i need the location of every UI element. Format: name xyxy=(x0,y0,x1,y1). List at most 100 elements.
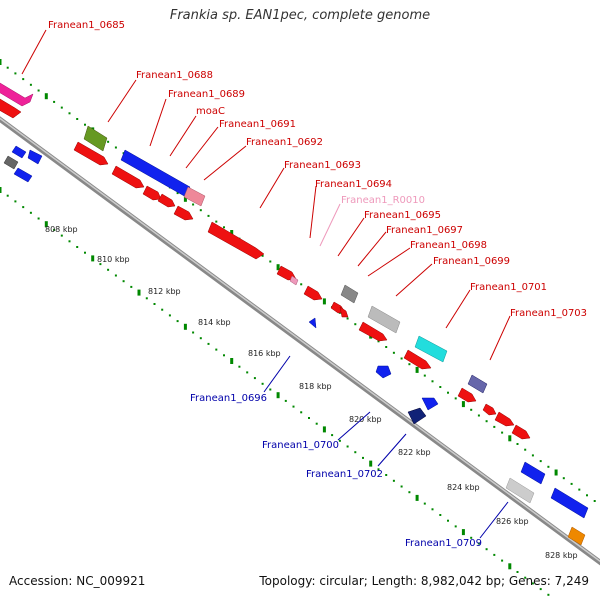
minor-tick xyxy=(207,214,210,217)
gene-red-0704[interactable] xyxy=(482,403,497,416)
gene-franean1-0695[interactable] xyxy=(303,285,323,301)
label-moac[interactable]: moaC xyxy=(196,106,225,117)
minor-tick xyxy=(470,536,473,539)
minor-tick xyxy=(454,397,457,400)
gene-grey-0709[interactable] xyxy=(505,477,535,504)
major-tick xyxy=(183,323,187,330)
gene-moac[interactable] xyxy=(183,186,206,207)
minor-tick xyxy=(215,220,218,223)
scale-label: 814 kbp xyxy=(198,318,231,327)
label-franean1-0700[interactable]: Franean1_0700 xyxy=(262,440,339,451)
feature-track-outer xyxy=(0,80,589,546)
gene-franean1-0696[interactable] xyxy=(308,317,317,329)
minor-tick xyxy=(423,374,426,377)
label-franean1-0701[interactable]: Franean1_0701 xyxy=(470,282,547,293)
minor-tick xyxy=(29,211,32,214)
gene-franean1-0702[interactable] xyxy=(421,397,439,411)
minor-tick xyxy=(362,456,364,459)
minor-tick xyxy=(238,365,241,368)
gene-dark-blue[interactable] xyxy=(520,461,546,485)
label-franean1-0692[interactable]: Franean1_0692 xyxy=(246,137,323,148)
minor-tick xyxy=(60,106,63,109)
minor-tick xyxy=(570,482,573,485)
scale-label: 828 kbp xyxy=(545,551,578,560)
gene-blue-r1[interactable] xyxy=(11,145,27,159)
gene-red-2[interactable] xyxy=(111,165,145,189)
minor-tick xyxy=(107,268,110,271)
minor-tick xyxy=(454,525,457,528)
gene-red-1[interactable] xyxy=(73,141,109,166)
minor-tick xyxy=(493,553,496,556)
label-franean1-0685[interactable]: Franean1_0685 xyxy=(48,20,125,31)
label-franean1-0709[interactable]: Franean1_0709 xyxy=(405,538,482,549)
minor-tick xyxy=(192,331,195,334)
label-franean1-0693[interactable]: Franean1_0693 xyxy=(284,160,361,171)
gene-grey-0699[interactable] xyxy=(367,305,401,334)
label-franean1-0696[interactable]: Franean1_0696 xyxy=(190,393,267,404)
scale-label: 816 kbp xyxy=(248,349,281,358)
minor-tick xyxy=(431,380,434,383)
minor-tick xyxy=(37,89,40,92)
gene-red-0705[interactable] xyxy=(494,411,515,427)
label-franean1-0699[interactable]: Franean1_0699 xyxy=(433,256,510,267)
gene-red-0706[interactable] xyxy=(511,424,531,440)
minor-tick xyxy=(493,425,496,428)
minor-tick xyxy=(439,386,442,388)
gene-blue-r3[interactable] xyxy=(13,167,33,183)
label-franean1-0689[interactable]: Franean1_0689 xyxy=(168,89,245,100)
gene-franean1-0685[interactable] xyxy=(0,80,34,107)
gene-red-0[interactable] xyxy=(0,96,22,119)
minor-tick xyxy=(99,263,102,266)
gene-franean1-0700[interactable] xyxy=(407,407,427,425)
map-title: Frankia sp. EAN1pec, complete genome xyxy=(169,8,431,23)
label-franean1-r0010[interactable]: Franean1_R0010 xyxy=(341,195,425,206)
gene-grey-reverse[interactable] xyxy=(3,155,19,170)
minor-tick xyxy=(531,582,534,585)
gene-red-5[interactable] xyxy=(173,205,194,221)
gene-blue-r4[interactable] xyxy=(375,365,392,379)
gene-red-0703b[interactable] xyxy=(457,387,477,403)
label-franean1-0697[interactable]: Franean1_0697 xyxy=(386,225,463,236)
label-franean1-0691[interactable]: Franean1_0691 xyxy=(219,119,296,130)
gene-franean1-0688[interactable] xyxy=(83,125,108,152)
minor-tick xyxy=(470,408,473,411)
connector xyxy=(21,29,47,75)
label-franean1-0694[interactable]: Franean1_0694 xyxy=(315,179,392,190)
gene-grey-0697[interactable] xyxy=(340,284,359,304)
major-tick xyxy=(554,469,558,476)
gene-red-0698[interactable] xyxy=(339,306,349,318)
minor-tick xyxy=(539,460,542,463)
minor-tick xyxy=(199,337,202,340)
genome-backbone-highlight xyxy=(0,117,600,563)
gene-blue-r2[interactable] xyxy=(27,149,43,165)
minor-tick xyxy=(207,342,210,345)
minor-tick xyxy=(223,226,225,229)
minor-tick xyxy=(423,502,426,505)
connector xyxy=(445,289,471,329)
gene-franean1-0689[interactable] xyxy=(120,149,191,198)
minor-tick xyxy=(37,217,40,220)
gene-franean1-0701[interactable] xyxy=(414,335,448,363)
minor-tick xyxy=(246,371,249,374)
minor-tick xyxy=(84,123,86,126)
minor-tick xyxy=(516,571,519,573)
gene-red-3[interactable] xyxy=(142,185,162,201)
gene-franean1-r0010[interactable] xyxy=(289,275,299,286)
label-franean1-0688[interactable]: Franean1_0688 xyxy=(136,70,213,81)
gene-blue-0710[interactable] xyxy=(550,487,589,519)
minor-tick xyxy=(300,283,303,286)
gene-franean1-0693[interactable] xyxy=(207,221,265,260)
minor-tick xyxy=(447,391,449,394)
gene-red-0701b[interactable] xyxy=(403,349,432,370)
gene-red-4[interactable] xyxy=(157,193,176,208)
gene-red-0699b[interactable] xyxy=(358,321,388,342)
minor-tick xyxy=(400,485,403,488)
label-franean1-0695[interactable]: Franean1_0695 xyxy=(364,210,441,221)
major-tick xyxy=(230,230,234,236)
label-franean1-0698[interactable]: Franean1_0698 xyxy=(410,240,487,251)
label-franean1-0702[interactable]: Franean1_0702 xyxy=(306,469,383,480)
reverse-strand-genes xyxy=(3,145,439,425)
gene-orange[interactable] xyxy=(567,526,586,546)
gene-franean1-0703[interactable] xyxy=(467,374,488,394)
label-franean1-0703[interactable]: Franean1_0703 xyxy=(510,308,587,319)
